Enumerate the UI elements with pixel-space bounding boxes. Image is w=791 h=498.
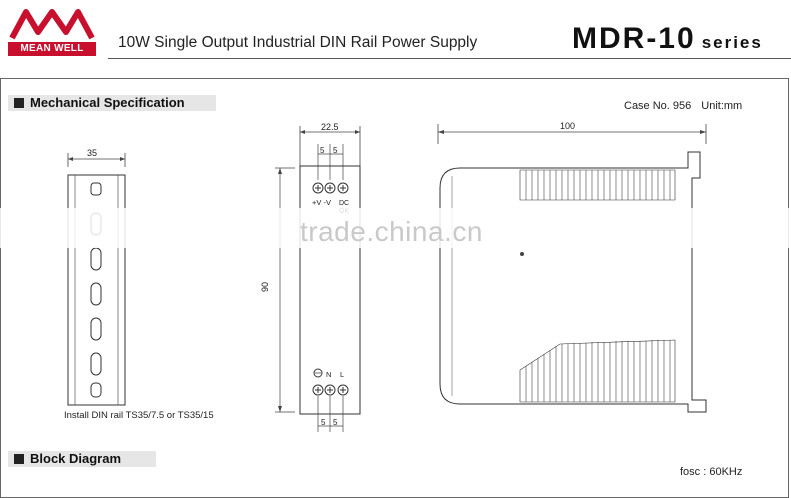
section-bullet-icon: [14, 454, 24, 464]
install-note: Install DIN rail TS35/7.5 or TS35/15: [64, 410, 214, 421]
mean-well-logo: [8, 6, 96, 56]
side-depth-dim: 100: [560, 121, 575, 131]
height-dim: 90: [260, 282, 270, 292]
front-width-dim: 22.5: [321, 122, 339, 132]
terminal-label-top: +V -V: [312, 198, 331, 207]
pitch-top-b: 5: [333, 146, 338, 155]
pitch-bottom-b: 5: [333, 418, 338, 427]
din-rail-drawing: 35: [67, 148, 126, 406]
pitch-top-a: 5: [320, 146, 325, 155]
mw-logo-mark: [9, 9, 95, 40]
pitch-bottom-a: 5: [321, 418, 326, 427]
model-series: MDR-10 series: [572, 22, 763, 56]
section-mechanical-spec: Mechanical Specification: [8, 95, 216, 111]
document-title: 10W Single Output Industrial DIN Rail Po…: [118, 34, 478, 51]
terminal-label-dc: DC: [339, 200, 349, 207]
side-view-drawing: 100: [437, 121, 707, 413]
switching-frequency: fosc : 60KHz: [680, 466, 743, 478]
header-rule: [108, 58, 791, 59]
watermark-band: [0, 208, 791, 248]
section-block-diagram: Block Diagram: [8, 451, 156, 467]
unit-label: Unit:mm: [701, 100, 743, 112]
case-number: Case No. 956: [624, 100, 692, 112]
case-info: Case No. 956 Unit:mm: [624, 100, 752, 112]
model-name: MDR-10: [572, 22, 696, 55]
terminal-label-n: N: [326, 370, 331, 379]
section-bullet-icon: [14, 98, 24, 108]
logo-wordmark: MEAN WELL: [8, 42, 96, 56]
front-view-drawing: 22.5 5 5 +V -V DC OK 90 N L 5 5: [260, 122, 361, 432]
watermark-text: trade.china.cn: [300, 216, 483, 247]
series-suffix: series: [701, 33, 763, 52]
terminal-label-l: L: [340, 370, 344, 379]
rail-width-dim: 35: [87, 148, 97, 158]
section-title: Mechanical Specification: [30, 95, 185, 110]
section-title: Block Diagram: [30, 451, 122, 466]
